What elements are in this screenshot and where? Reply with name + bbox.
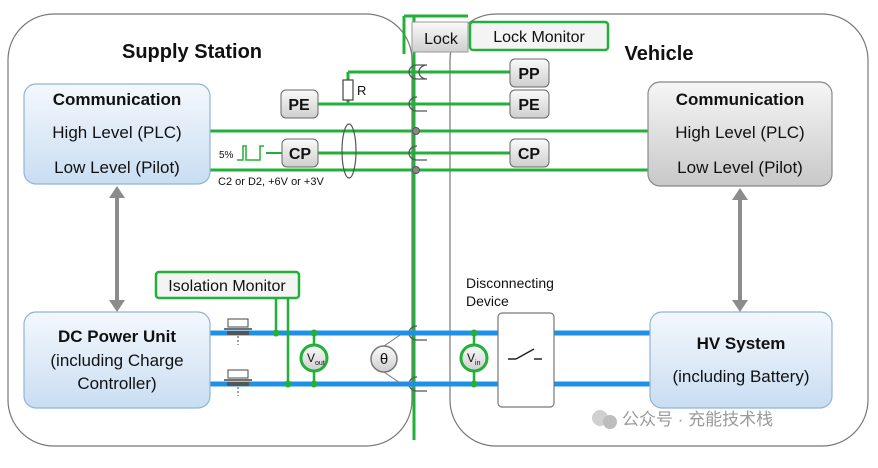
isolation-monitor-box: [154, 270, 301, 300]
vehicle-title: Vehicle: [625, 43, 694, 65]
pe-box-vehicle: [509, 89, 550, 119]
station-contactors: [224, 318, 252, 396]
supply-station-title: Supply Station: [122, 41, 262, 63]
isolation-monitor-label: Isolation Monitor: [168, 278, 286, 295]
vehicle-communication-box: [647, 81, 833, 187]
cp-box-station: [281, 138, 319, 168]
pp-box-vehicle: [509, 58, 550, 88]
hv-lines: [208, 330, 650, 387]
pe-label-vehicle: PE: [518, 97, 540, 114]
lock-box: [411, 21, 469, 53]
station-comm-high: High Level (PLC): [52, 123, 181, 142]
pe-label-station: PE: [288, 97, 310, 114]
station-comm-low: Low Level (Pilot): [54, 158, 180, 177]
cp-label-vehicle: CP: [518, 146, 541, 163]
pp-label-vehicle: PP: [518, 66, 540, 83]
cp-box-vehicle: [509, 138, 550, 168]
lock-monitor-box: [468, 20, 610, 52]
station-link-arrow: [109, 186, 125, 312]
cp-states-label: C2 or D2, +6V or +3V: [218, 176, 324, 188]
lock-monitor-label: Lock Monitor: [493, 29, 585, 46]
watermark-text: 公众号 · 充能技术栈: [622, 410, 773, 429]
station-comm-title: Communication: [53, 90, 181, 109]
resistor-label: R: [357, 83, 366, 98]
junction-dots: [272, 329, 478, 388]
signal-lines: [190, 70, 668, 172]
disconnecting-device-box: [497, 312, 555, 408]
station-communication-box: [23, 83, 211, 185]
cable-shield: [341, 123, 357, 179]
resistor: [342, 79, 354, 101]
dc-unit-title: DC Power Unit: [58, 327, 176, 346]
cp-label-station: CP: [289, 146, 312, 163]
vehicle-comm-title: Communication: [676, 90, 804, 109]
lock-label: Lock: [424, 31, 459, 48]
disconnecting-label-1: Disconnecting: [466, 275, 554, 291]
duty-label: 5%: [219, 150, 234, 161]
vout-label: Vout: [307, 351, 325, 367]
dc-unit-line2: (including Charge: [50, 351, 183, 370]
dc-power-unit-box: [23, 311, 211, 409]
hv-title: HV System: [697, 334, 786, 353]
theta-label: θ: [380, 351, 388, 368]
hv-system-box: [649, 311, 833, 409]
hv-line2: (including Battery): [672, 367, 809, 386]
pe-box-station: [280, 89, 319, 119]
vehicle-comm-high: High Level (PLC): [675, 123, 804, 142]
switch-icon: [508, 348, 542, 360]
dc-unit-line3: Controller): [77, 374, 156, 393]
vout-meter: [299, 343, 329, 373]
pwm-icon: [237, 145, 264, 161]
watermark: 公众号 · 充能技术栈: [592, 410, 773, 429]
vin-label: Vin: [467, 351, 481, 367]
vehicle-link-arrow: [732, 188, 748, 312]
vin-meter: [459, 343, 489, 373]
disconnecting-label-2: Device: [466, 293, 509, 309]
vehicle-comm-low: Low Level (Pilot): [677, 158, 803, 177]
